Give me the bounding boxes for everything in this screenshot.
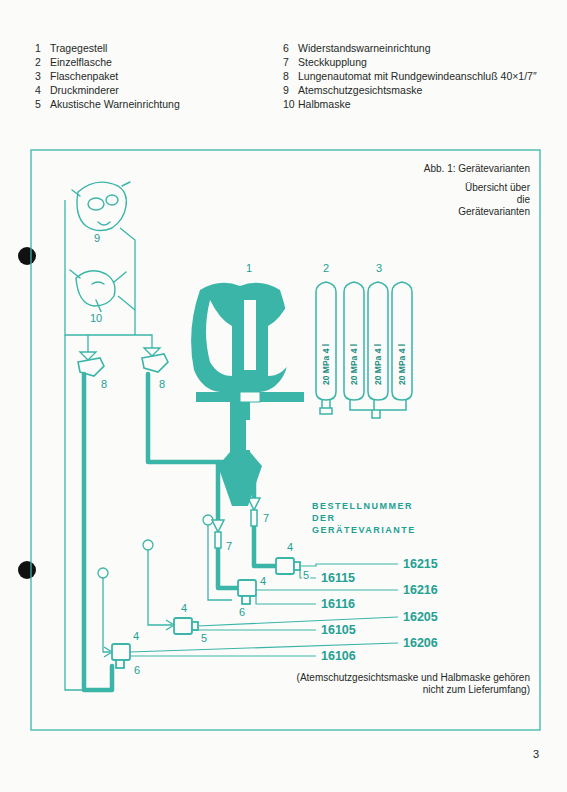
order-number: 16115	[320, 571, 356, 586]
callout-number: 6	[283, 42, 289, 55]
part-name: Atemschutzgesichtsmaske	[298, 84, 422, 97]
callout-number: 2	[322, 262, 330, 275]
carrier-frame	[191, 283, 304, 506]
callout-number: 3	[35, 70, 41, 83]
callout-number: 6	[133, 664, 141, 677]
order-number: 16116	[320, 597, 356, 612]
part-name: Tragegestell	[50, 42, 107, 55]
bottle-label: 20 MPa 4 l	[397, 344, 407, 385]
order-number: 16216	[402, 583, 439, 598]
punch-holes	[18, 247, 36, 579]
callout-number: 5	[200, 632, 208, 645]
part-name: Halbmaske	[298, 98, 351, 111]
callout-number: 10	[283, 98, 295, 111]
callout-number: 5	[302, 569, 310, 582]
figure-subtitle: Übersicht über die Gerätevarianten	[450, 182, 530, 218]
order-number: 16215	[402, 557, 439, 572]
order-number: 16105	[320, 623, 357, 638]
part-name: Flaschenpaket	[50, 70, 118, 83]
part-name: Widerstandswarneinrichtung	[298, 42, 430, 55]
callout-number: 8	[158, 378, 166, 391]
mask-sketches	[70, 182, 130, 314]
bottle-label: 20 MPa 4 l	[373, 344, 383, 385]
order-number: 16206	[402, 636, 439, 651]
callout-number: 5	[35, 98, 41, 111]
order-heading: BESTELLNUMMER DER GERÄTEVARIANTE	[312, 500, 430, 536]
bottles	[316, 282, 412, 418]
order-number: 16205	[402, 610, 439, 625]
part-name: Einzelflasche	[50, 56, 112, 69]
callout-number: 4	[259, 575, 267, 588]
callout-number: 4	[286, 541, 294, 554]
callout-number: 10	[89, 312, 103, 325]
callout-number: 3	[375, 262, 383, 275]
callout-number: 1	[35, 42, 41, 55]
warning-hoses	[98, 487, 250, 657]
lung-automats	[78, 354, 168, 376]
callout-number: 7	[225, 540, 233, 553]
figure-caption: Abb. 1: Gerätevarianten	[424, 163, 530, 175]
callout-number: 8	[283, 70, 289, 83]
part-name: Steckkupplung	[298, 56, 367, 69]
figure-frame	[31, 150, 540, 730]
part-name: Druckminderer	[50, 84, 119, 97]
callout-number: 2	[35, 56, 41, 69]
hoses	[84, 374, 276, 690]
bottle-label: 20 MPa 4 l	[321, 344, 331, 385]
callout-number: 8	[100, 378, 108, 391]
callout-number: 9	[93, 232, 101, 245]
callout-number: 6	[238, 606, 246, 619]
callout-number: 7	[262, 512, 270, 525]
callout-number: 4	[132, 630, 140, 643]
callout-number: 4	[35, 84, 41, 97]
callout-number: 4	[180, 602, 188, 615]
callout-number: 1	[245, 262, 253, 275]
callout-number: 9	[283, 84, 289, 97]
delivery-note: (Atemschutzgesichtsmaske und Halbmaske g…	[280, 672, 530, 696]
order-number: 16106	[320, 649, 357, 664]
part-name: Lungenautomat mit Rundgewindeanschluß 40…	[298, 70, 537, 83]
part-name: Akustische Warneinrichtung	[50, 98, 180, 111]
page-number: 3	[533, 748, 539, 761]
callout-number: 7	[283, 56, 289, 69]
order-leaders	[130, 564, 398, 656]
bottle-label: 20 MPa 4 l	[349, 344, 359, 385]
